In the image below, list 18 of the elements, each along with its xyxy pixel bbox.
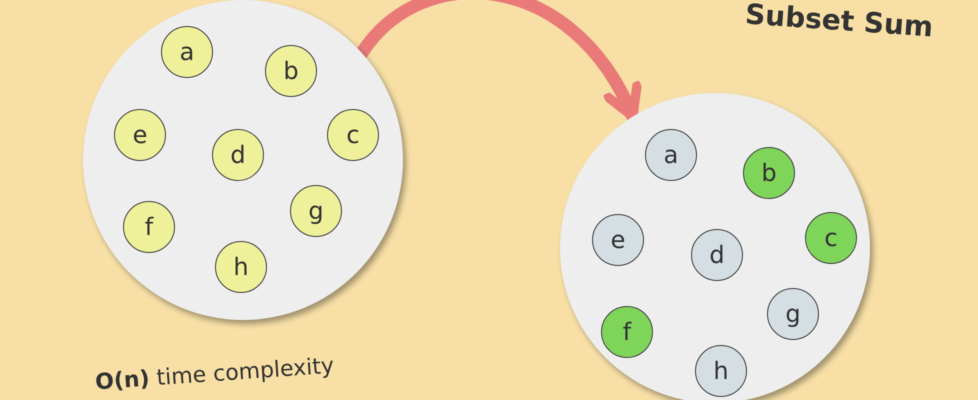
- element-circle: f: [123, 201, 175, 253]
- element-circle: e: [592, 214, 644, 266]
- caption-text: O(n) time complexity: [94, 354, 335, 396]
- element-circle: g: [767, 288, 819, 340]
- heading: Subset Sum: [744, 0, 934, 44]
- element-circle: h: [215, 241, 267, 293]
- element-circle: f: [601, 306, 653, 358]
- element-circle: a: [161, 26, 213, 78]
- element-circle: h: [695, 345, 747, 397]
- element-circle: b: [743, 147, 795, 199]
- element-circle: e: [114, 109, 166, 161]
- element-circle: b: [265, 45, 317, 97]
- element-circle: g: [290, 185, 342, 237]
- element-circle: d: [212, 129, 264, 181]
- element-circle: a: [645, 129, 697, 181]
- element-circle: c: [327, 109, 379, 161]
- element-circle: d: [691, 229, 743, 281]
- element-circle: c: [805, 212, 857, 264]
